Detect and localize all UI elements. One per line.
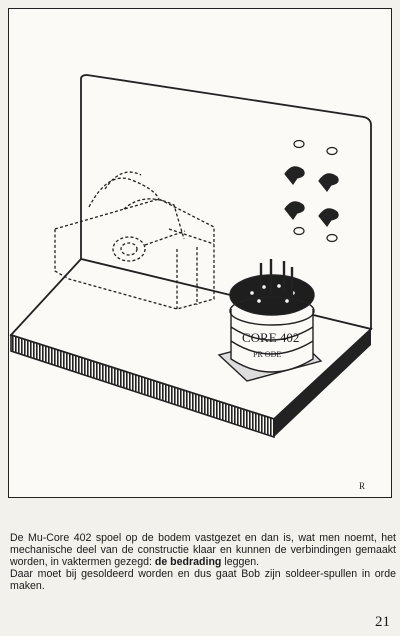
caption-paragraph-1: De Mu-Core 402 spoel op de bodem vastgez… — [10, 532, 396, 568]
coil-label-bottom: PR ODE — [253, 350, 281, 359]
panel-terminals — [284, 139, 339, 243]
caption-paragraph-2: Daar moet bij gesoldeerd worden en dus g… — [10, 568, 396, 592]
variable-capacitor — [54, 171, 215, 310]
illustration-frame: CORE 402 PR ODE R — [8, 8, 392, 498]
caption: De Mu-Core 402 spoel op de bodem vastgez… — [10, 532, 396, 592]
page-number: 21 — [375, 614, 390, 630]
coil-label-top: CORE 402 — [242, 330, 299, 345]
radio-chassis-illustration: CORE 402 PR ODE R — [9, 74, 373, 491]
artist-signature: R — [359, 481, 365, 491]
back-panel — [80, 74, 372, 331]
mu-core-coil: CORE 402 PR ODE — [217, 259, 323, 382]
caption-term: de bedrading — [154, 556, 222, 568]
